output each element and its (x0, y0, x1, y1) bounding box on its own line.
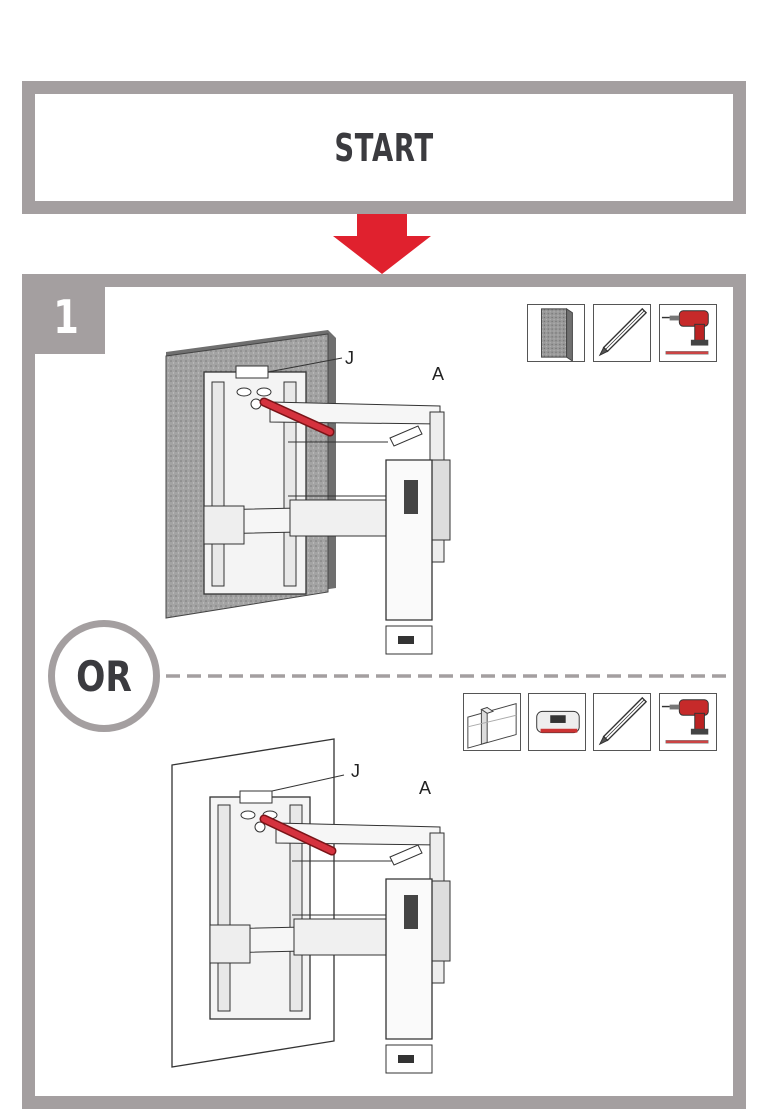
or-text: OR (76, 652, 132, 701)
drill-icon (659, 693, 717, 751)
part-label-j: J (351, 761, 360, 782)
drill-icon (659, 304, 717, 362)
or-badge: OR (48, 620, 160, 732)
pencil-icon (593, 693, 651, 751)
concrete-wall-icon (527, 304, 585, 362)
part-label-a: A (432, 364, 444, 385)
pencil-icon (593, 304, 651, 362)
down-arrow-icon (333, 214, 431, 274)
stud-finder-icon (528, 693, 586, 751)
wood-stud-icon (463, 693, 521, 751)
step-number: 1 (54, 290, 80, 344)
concrete-wall-mounting-illustration (160, 330, 470, 655)
start-banner: START (22, 81, 746, 214)
step-number-badge: 1 (22, 274, 105, 354)
dashed-divider (166, 674, 734, 678)
part-label-a: A (419, 778, 431, 799)
part-label-j: J (345, 348, 354, 369)
start-title: START (334, 126, 434, 170)
